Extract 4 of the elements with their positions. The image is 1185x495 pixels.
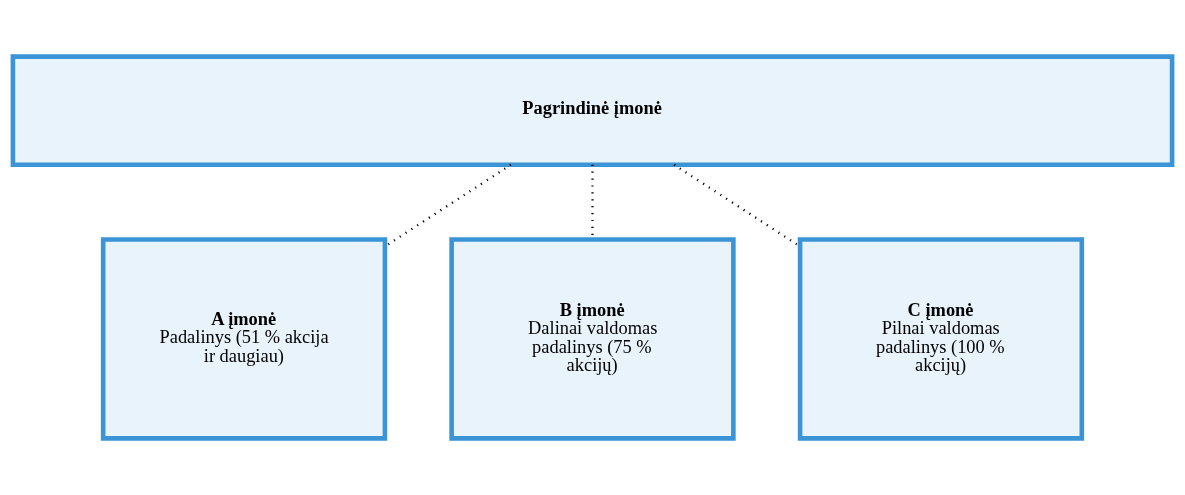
- node-box: B įmonė Dalinai valdomas padalinys (75 % akcijų): [449, 237, 736, 441]
- node-box: Pagrindinė įmonė: [10, 54, 1175, 167]
- node-box: A įmonė Padalinys (51 % akcija ir daugiau): [100, 237, 388, 441]
- node-box: C įmonė Pilnai valdomas padalinys (100 % akcijų): [797, 237, 1085, 441]
